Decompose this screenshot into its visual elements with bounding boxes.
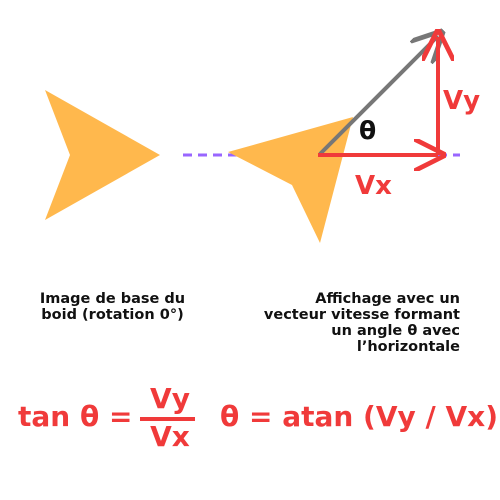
boid-base-shape	[45, 90, 160, 220]
base-boid-caption-line-2: boid (rotation 0°)	[41, 307, 184, 323]
base-boid-caption-line-1: Image de base du	[39, 291, 186, 307]
base-boid-caption: Image de base du boid (rotation 0°)	[20, 291, 205, 323]
velocity-angle-caption: Affichage avec un vecteur vitesse forman…	[230, 291, 460, 355]
atan-formula: θ = atan (Vy / Vx)	[220, 400, 499, 433]
velocity-angle-caption-line-4: l’horizontale	[356, 339, 460, 355]
tangent-fraction-bar	[140, 417, 195, 421]
velocity-angle-caption-line-2: vecteur vitesse formant	[263, 307, 460, 323]
vy-label: Vy	[443, 86, 480, 116]
velocity-angle-caption-line-3: un angle θ avec	[331, 323, 460, 339]
tangent-formula-numerator: Vy	[150, 382, 190, 415]
tangent-formula-denominator: Vx	[150, 420, 190, 453]
velocity-vector-arrow	[318, 36, 438, 156]
tangent-formula-left: tan θ =	[18, 400, 133, 433]
vx-label: Vx	[355, 171, 392, 201]
boid-rotated-shape	[228, 117, 353, 243]
velocity-angle-caption-line-1: Affichage avec un	[315, 291, 460, 307]
theta-label: θ	[359, 116, 376, 145]
